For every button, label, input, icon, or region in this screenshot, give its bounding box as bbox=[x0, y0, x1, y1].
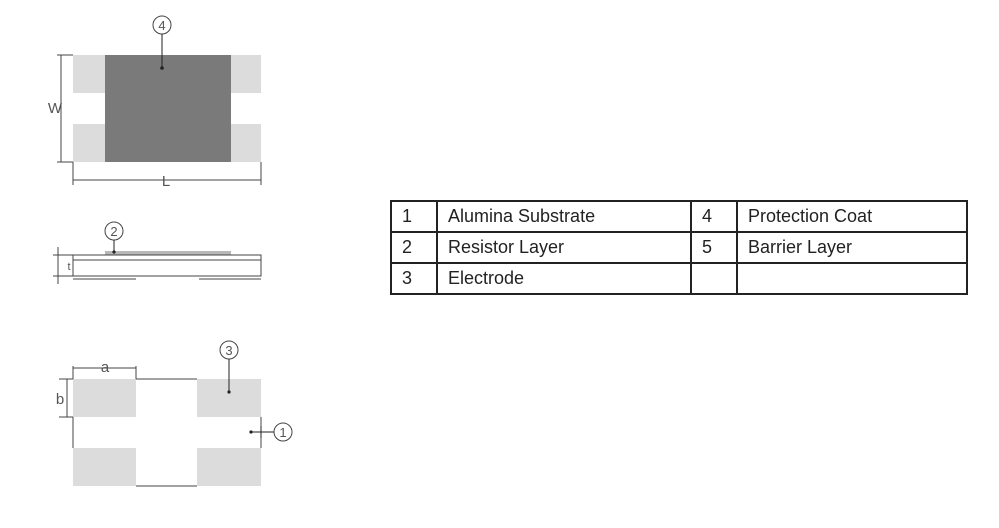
callout-2-number: 2 bbox=[110, 224, 117, 239]
callout-3-number: 3 bbox=[225, 343, 232, 358]
callout-1-dot bbox=[249, 430, 253, 434]
legend-name: Alumina Substrate bbox=[436, 200, 692, 233]
bottom-electrode-br bbox=[197, 448, 261, 486]
substrate-outline bbox=[72, 254, 262, 277]
legend-row: 1 Alumina Substrate 4 Protection Coat bbox=[390, 200, 968, 233]
callout-1-number: 1 bbox=[279, 425, 286, 440]
top-electrode-br bbox=[231, 124, 261, 162]
top-electrode-tr bbox=[231, 55, 261, 93]
t-label: t bbox=[67, 261, 70, 273]
top-electrode-tl bbox=[73, 55, 105, 93]
callout-3-dot bbox=[227, 390, 231, 394]
callout-4-number: 4 bbox=[158, 18, 165, 33]
protection-coat bbox=[105, 55, 231, 162]
legend-table: 1 Alumina Substrate 4 Protection Coat 2 … bbox=[390, 200, 968, 295]
legend-number: 1 bbox=[390, 200, 438, 233]
top-view: W L 4 bbox=[48, 15, 262, 190]
bottom-electrode-tl bbox=[73, 379, 136, 417]
side-view: t 2 bbox=[53, 221, 262, 284]
l-label: L bbox=[162, 173, 170, 190]
top-electrode-bl bbox=[73, 124, 105, 162]
legend-number: 5 bbox=[690, 231, 738, 264]
a-label: a bbox=[101, 359, 110, 376]
legend-name: Resistor Layer bbox=[436, 231, 692, 264]
callout-2-dot bbox=[112, 250, 116, 254]
callout-4-dot bbox=[160, 66, 164, 70]
legend-row: 3 Electrode bbox=[390, 262, 968, 295]
b-label: b bbox=[56, 391, 64, 408]
legend-number: 2 bbox=[390, 231, 438, 264]
legend-number: 4 bbox=[690, 200, 738, 233]
legend-name: Barrier Layer bbox=[736, 231, 968, 264]
w-label: W bbox=[48, 100, 63, 117]
bottom-electrode-bl bbox=[73, 448, 136, 486]
legend-name: Protection Coat bbox=[736, 200, 968, 233]
legend-number bbox=[690, 262, 738, 295]
resistor-layer bbox=[105, 251, 231, 255]
legend-number: 3 bbox=[390, 262, 438, 295]
legend-name bbox=[736, 262, 968, 295]
legend-row: 2 Resistor Layer 5 Barrier Layer bbox=[390, 231, 968, 264]
legend-name: Electrode bbox=[436, 262, 692, 295]
bottom-view: a b 3 1 bbox=[56, 340, 293, 487]
